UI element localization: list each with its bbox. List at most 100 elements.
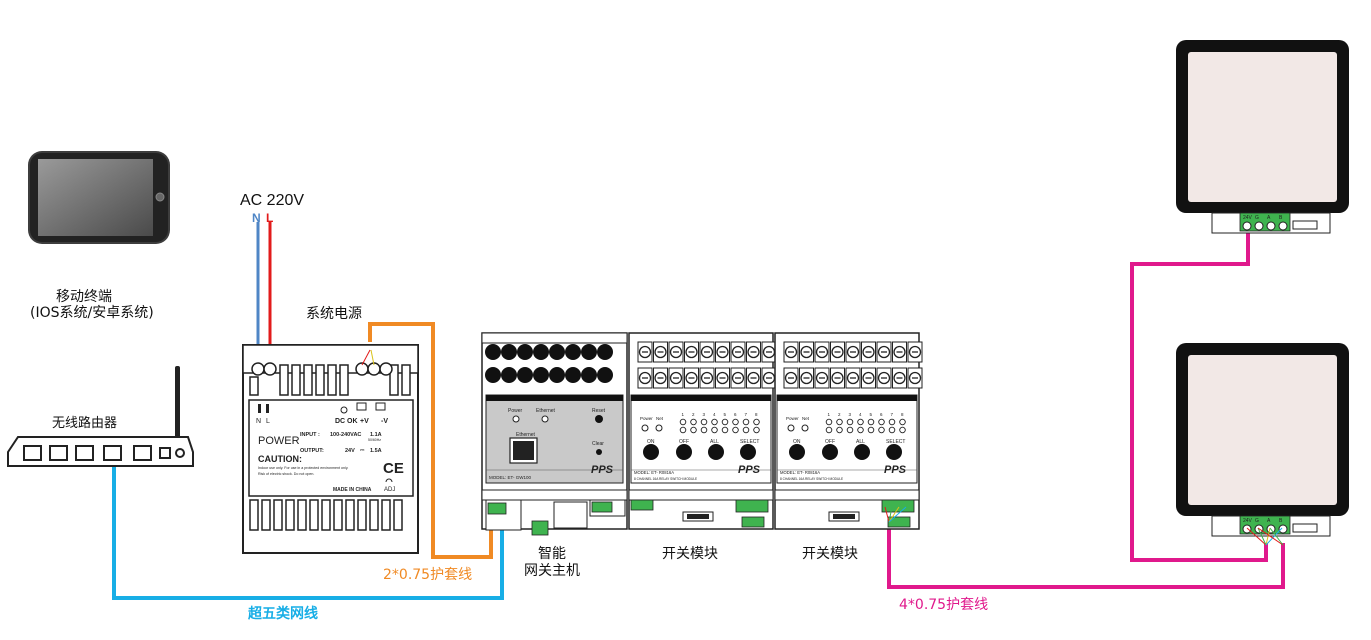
- switch1-top-terminals: [637, 341, 777, 389]
- channel-led: [878, 418, 885, 426]
- gateway-ethernet-led: [541, 415, 549, 423]
- gateway-clear-button[interactable]: [596, 449, 602, 455]
- switch1-net-label: Net: [656, 416, 664, 421]
- channel-led: [857, 418, 864, 426]
- channel-led: [742, 418, 750, 426]
- channel-number: 7: [891, 412, 894, 417]
- switch1-off-button[interactable]: [676, 444, 692, 460]
- psu-made-in: MADE IN CHINA: [333, 487, 372, 493]
- terminal-screw-icon: [517, 367, 533, 383]
- psu-power-label: POWER: [258, 435, 300, 447]
- panel-terminal-label: A: [1267, 518, 1271, 524]
- panel-terminal-label: G: [1255, 215, 1259, 221]
- gateway-top-terminals: [485, 344, 613, 383]
- switch2-select-button[interactable]: [886, 444, 902, 460]
- channel-led: [721, 418, 729, 426]
- gateway-brand: PPS: [591, 464, 614, 476]
- terminal-screw-icon: [565, 367, 581, 383]
- psu-caution: CAUTION:: [258, 454, 302, 464]
- terminal-screw-icon: [581, 344, 597, 360]
- switch1-all-button[interactable]: [708, 444, 724, 460]
- terminal-screw-icon: [517, 344, 533, 360]
- channel-number: 6: [734, 412, 737, 417]
- channel-led: [825, 426, 833, 434]
- terminal-screw-icon: [581, 367, 597, 383]
- lan-port: [133, 445, 152, 461]
- channel-number: 1: [828, 412, 831, 417]
- channel-led: [753, 426, 760, 434]
- channel-led: [878, 426, 885, 434]
- two-core-cable: [368, 322, 493, 559]
- gateway-power-label: Power: [508, 408, 523, 414]
- gateway-model: MODEL: ET- GW100: [489, 475, 532, 480]
- psu-minus-v: -V: [381, 418, 388, 425]
- switch2-power-led: [787, 424, 795, 432]
- switch1-bus-terminal-left: [630, 499, 654, 511]
- channel-number: 4: [713, 412, 716, 417]
- channel-led: [679, 426, 687, 434]
- terminal-screw-icon: [1278, 524, 1288, 534]
- bus-fanout-wires: [884, 506, 1284, 546]
- panel-terminal-label: 24V: [1243, 215, 1253, 221]
- channel-number: 3: [703, 412, 706, 417]
- terminal-screw-icon: [597, 344, 613, 360]
- terminal-screw-icon: [549, 344, 565, 360]
- psu-term-l: L: [266, 418, 270, 425]
- panel-link-cable: [1130, 231, 1268, 562]
- channel-led: [825, 418, 833, 426]
- gateway-reset-button[interactable]: [595, 415, 603, 423]
- home-button-icon: [155, 192, 165, 202]
- channel-led: [846, 426, 854, 434]
- channel-led: [700, 426, 708, 434]
- channel-number: 6: [880, 412, 883, 417]
- lan-port: [75, 445, 94, 461]
- psu-dc-ok: DC OK: [335, 418, 358, 425]
- terminal-screw-icon: [485, 344, 501, 360]
- switch2-power-label: Power: [786, 416, 799, 421]
- switch1-brand: PPS: [738, 464, 761, 476]
- switch2-all-label: ALL: [856, 439, 865, 445]
- switch2-off-button[interactable]: [822, 444, 838, 460]
- switch2-top-terminals: [783, 341, 923, 389]
- ce-mark-icon: CE: [383, 460, 404, 477]
- switch1-select-button[interactable]: [740, 444, 756, 460]
- terminal-screw-icon: [1254, 221, 1264, 231]
- gateway-label-line2: 网关主机: [524, 563, 580, 579]
- switch1-bus-terminal-right: [735, 499, 769, 513]
- psu-output-current: 1.5A: [370, 448, 382, 454]
- switch2-sub: 8 CHANNEL 16A RELAY SWITCH MODULE: [780, 477, 843, 481]
- switch2-all-button[interactable]: [854, 444, 870, 460]
- channel-led: [711, 426, 718, 434]
- cat5-cable: [112, 458, 504, 600]
- channel-led: [690, 426, 697, 434]
- channel-led: [679, 418, 687, 426]
- channel-led: [867, 426, 875, 434]
- channel-led: [899, 418, 906, 426]
- psu-input-label: INPUT :: [300, 432, 320, 438]
- switch2-bus-terminal-bottom: [887, 516, 911, 528]
- psu-output-value: 24V: [345, 448, 355, 454]
- terminal-screw-icon: [501, 367, 517, 383]
- switch1-on-button[interactable]: [643, 444, 659, 460]
- terminal-screw-icon: [1242, 221, 1252, 231]
- terminal-screw-icon: [597, 367, 613, 383]
- switch1-off-label: OFF: [679, 439, 689, 445]
- terminal-screw-icon: [533, 344, 549, 360]
- channel-led: [899, 426, 906, 434]
- channel-led: [857, 426, 864, 434]
- switch2-on-button[interactable]: [789, 444, 805, 460]
- terminal-screw-icon: [251, 362, 265, 376]
- psu-term-n: N: [256, 418, 261, 425]
- channel-led: [711, 418, 718, 426]
- switch1-bus-terminal-bottom: [741, 516, 765, 528]
- terminal-screw-icon: [1242, 524, 1252, 534]
- panel-terminal-label: 24V: [1243, 518, 1253, 524]
- mobile-terminal: [28, 151, 170, 244]
- lan-port: [23, 445, 42, 461]
- psu-caution-text2: Risk of electric shock. Do not open.: [258, 472, 314, 476]
- panel-terminal-label: B: [1279, 518, 1283, 524]
- four-core-cable: [887, 522, 1285, 589]
